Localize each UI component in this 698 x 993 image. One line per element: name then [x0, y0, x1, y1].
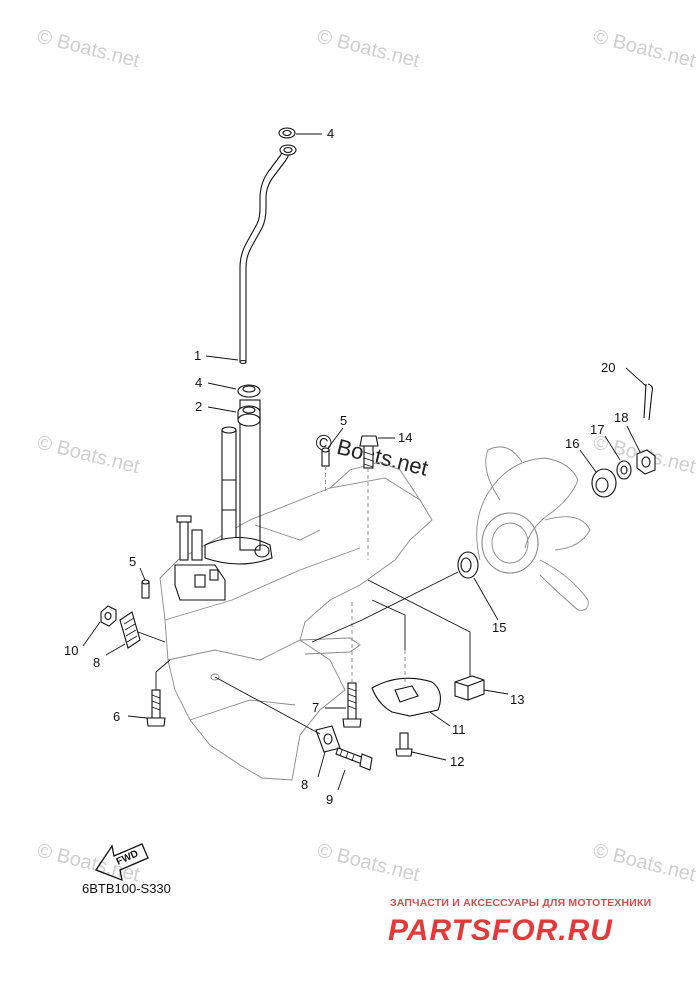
callout-18: 17: [590, 422, 604, 437]
assembly-lines: [137, 571, 471, 735]
bolt-6: [146, 689, 166, 727]
watermark: © Boats.net: [315, 26, 422, 73]
nut-11: [100, 605, 117, 627]
cotter-pin-20: [643, 383, 654, 421]
callout-13: 12: [450, 754, 464, 769]
brand-logo: PARTSFOR.RU: [388, 914, 613, 947]
callout-11: 10: [64, 643, 78, 658]
callout-leaders: [82, 133, 647, 791]
callout-3: 4: [327, 126, 334, 141]
callout-17: 16: [565, 436, 579, 451]
dowel-5-upper: [321, 447, 330, 492]
seal-16: [457, 551, 479, 579]
diagram-code: 6BTB100-S330: [82, 881, 171, 896]
bolt-15: [359, 435, 379, 560]
callout-4: 4: [195, 375, 202, 390]
watermark: © Boats.net: [315, 840, 422, 887]
callout-19: 18: [614, 410, 628, 425]
brand-tagline: ЗАПЧАСТИ И АКСЕССУАРЫ ДЛЯ МОТОТЕХНИКИ: [390, 897, 651, 909]
callout-14: 13: [510, 692, 524, 707]
anode-8: [315, 725, 341, 753]
spacer-17: [591, 468, 617, 498]
shift-rod: [174, 515, 226, 601]
callout-16: 15: [492, 620, 506, 635]
callout-8: 8: [301, 777, 308, 792]
grommet-3: [278, 127, 296, 139]
grommet-2: [237, 405, 261, 427]
propeller: [476, 446, 591, 611]
footer-brand: ЗАПЧАСТИ И АКСЕССУАРЫ ДЛЯ МОТОТЕХНИКИ PA…: [388, 897, 651, 947]
nut-19: [636, 449, 656, 475]
seal-4: [237, 384, 261, 398]
callout-1: 1: [194, 348, 201, 363]
callout-9: 8: [93, 655, 100, 670]
bolt-13: [395, 732, 413, 757]
callout-5-lower: 5: [129, 554, 136, 569]
lower-casing: [159, 461, 433, 781]
callout-labels: 4 1 4 2 5 14 5 10 8 6 7 8 9 11 12 13 15 …: [64, 126, 628, 807]
watermark: © Boats.net: [35, 26, 142, 73]
callout-20: 20: [601, 360, 615, 375]
bolt-7: [342, 600, 362, 728]
plate-9: [119, 611, 141, 649]
callout-6: 6: [113, 709, 120, 724]
callout-10: 9: [326, 792, 333, 807]
callout-2: 2: [195, 399, 202, 414]
watermark: © Boats.net: [35, 432, 142, 479]
drive-shaft: [204, 399, 273, 565]
dowel-5-lower: [141, 579, 150, 599]
callout-12: 11: [452, 722, 466, 737]
callout-7: 7: [312, 700, 319, 715]
watermark: © Boats.net: [591, 26, 698, 73]
watermark: © Boats.net: [591, 840, 698, 887]
water-tube: [239, 144, 297, 365]
trim-tab-12: [371, 650, 441, 717]
anode-14: [454, 675, 485, 701]
callout-15: 14: [398, 430, 412, 445]
bolt-10: [335, 747, 373, 771]
callout-5-upper: 5: [340, 413, 347, 428]
washer-18: [616, 460, 632, 480]
